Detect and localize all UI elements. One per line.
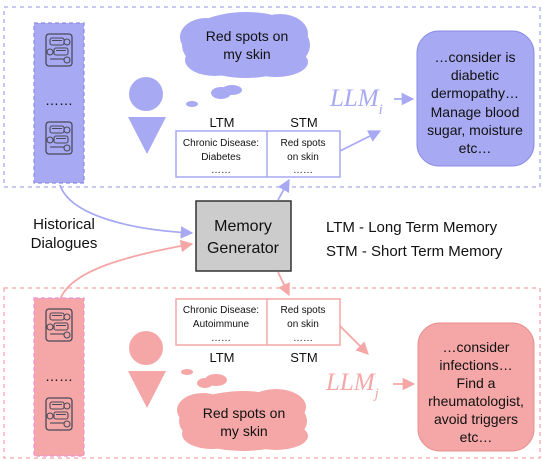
top-stm-content: on skin — [287, 152, 319, 163]
bottom-thought-text: my skin — [220, 423, 267, 439]
bottom-stm-content: Red spots — [280, 305, 325, 316]
bottom-ltm-label: LTM — [209, 350, 234, 365]
top-thought-cloud — [180, 12, 310, 107]
bottom-ltm-content: Autoimmune — [193, 319, 250, 330]
bottom-table-to-llm-arrow — [339, 325, 369, 355]
top-ltm-content: Diabetes — [201, 152, 240, 163]
top-response-text: diabetic — [451, 67, 499, 83]
ltm-definition: LTM - Long Term Memory — [326, 219, 498, 236]
top-panel-border — [3, 6, 541, 188]
bottom-stm-content: on skin — [287, 319, 319, 330]
top-person-icon — [128, 77, 166, 154]
top-ellipsis: …… — [45, 92, 73, 108]
bottom-ellipsis: …… — [45, 368, 73, 384]
memory-generator-label: Generator — [207, 240, 280, 257]
top-dialogue-stack — [33, 22, 85, 184]
top-response-text: etc… — [459, 140, 492, 156]
top-response-bubble — [416, 30, 535, 167]
generator-to-top-table-arrow — [277, 178, 290, 201]
top-llm-label: LLMi — [329, 85, 383, 118]
bottom-stm-label: STM — [290, 350, 317, 365]
bottom-response-bubble — [417, 322, 535, 452]
top-table-to-llm-arrow — [339, 130, 382, 152]
bottom-panel-border — [3, 287, 541, 459]
top-response-text: sugar, moisture — [427, 122, 523, 138]
top-thought-text: my skin — [223, 46, 270, 62]
memory-generator-label: Memory — [214, 218, 272, 235]
bottom-response-text: etc… — [460, 429, 493, 445]
top-response-text: Manage blood — [431, 104, 520, 120]
bottom-response-text: rheumatologist, — [428, 393, 524, 409]
stm-definition: STM - Short Term Memory — [326, 243, 503, 260]
memory-generator-box — [195, 200, 292, 272]
top-memory-table — [175, 130, 341, 178]
bottom-response-text: Find a — [457, 375, 496, 391]
historical-dialogues-label: Historical — [33, 216, 95, 233]
top-dialogues-to-generator-arrow — [59, 184, 194, 239]
bottom-panel: …… Chronic Disease: Autoimmune …… Red sp… — [3, 287, 541, 459]
top-ltm-content: Chronic Disease: — [183, 138, 259, 149]
bottom-ltm-content: Chronic Disease: — [183, 305, 259, 316]
bottom-thought-cloud — [177, 369, 308, 451]
bottom-thought-text: Red spots on — [203, 405, 286, 421]
top-stm-content: …… — [293, 165, 313, 176]
top-ltm-label: LTM — [209, 115, 234, 130]
bottom-response-text: avoid triggers — [434, 411, 518, 427]
bottom-response-text: …consider — [443, 339, 510, 355]
generator-to-bottom-table-arrow — [277, 271, 290, 297]
top-response-text: …consider is — [435, 49, 516, 65]
middle-section: Historical Dialogues Memory Generator LT… — [31, 178, 503, 301]
bottom-memory-table — [175, 298, 341, 346]
bottom-stm-content: …… — [293, 333, 313, 344]
top-thought-text: Red spots on — [206, 28, 289, 44]
top-panel: …… Red spots on my skin LTM STM Chronic … — [3, 6, 541, 188]
top-ltm-content: …… — [211, 165, 231, 176]
bottom-dialogues-to-generator-arrow — [59, 239, 194, 301]
historical-dialogues-label: Dialogues — [31, 235, 98, 252]
bottom-llm-label: LLMj — [325, 369, 379, 402]
bottom-response-text: infections… — [439, 357, 512, 373]
top-stm-label: STM — [290, 115, 317, 130]
bottom-ltm-content: …… — [211, 333, 231, 344]
top-stm-content: Red spots — [280, 138, 325, 149]
bottom-person-icon — [128, 331, 166, 408]
top-response-text: dermopathy… — [431, 85, 519, 101]
